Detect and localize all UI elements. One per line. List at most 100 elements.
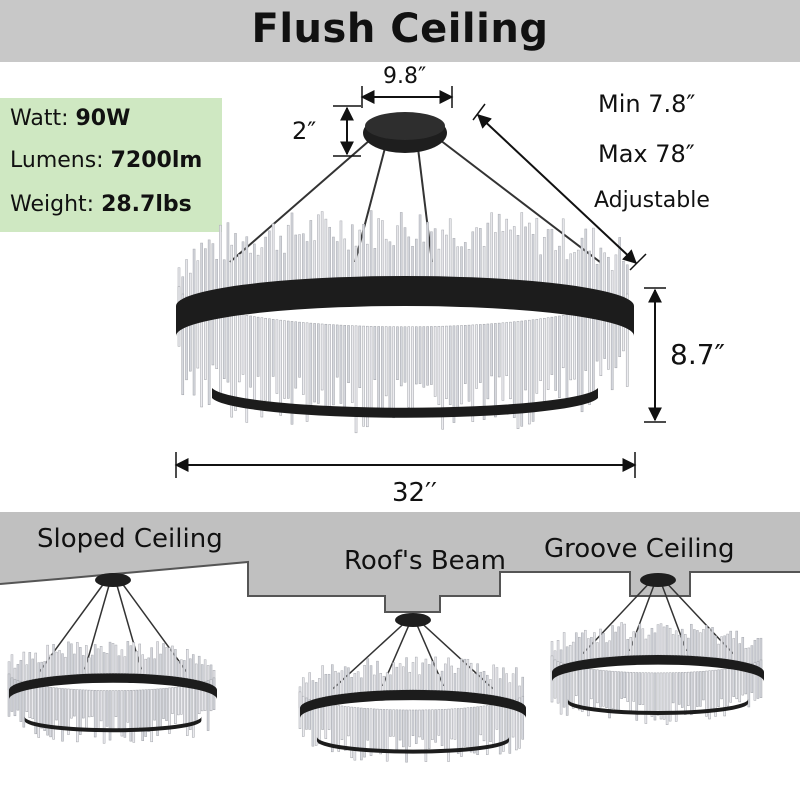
crystal xyxy=(509,321,512,400)
crystal xyxy=(64,656,67,676)
crystal xyxy=(399,326,403,387)
groove-ceiling-label: Groove Ceiling xyxy=(544,534,735,564)
crystal xyxy=(744,647,748,663)
crystal xyxy=(376,708,379,752)
crystal xyxy=(482,670,486,695)
crystal xyxy=(531,233,535,288)
crystal xyxy=(463,658,466,693)
crystal xyxy=(482,705,486,742)
crystal xyxy=(580,237,584,296)
crystal xyxy=(253,316,256,401)
crystal xyxy=(82,655,85,675)
crystal xyxy=(343,706,347,751)
dimension-lines xyxy=(174,86,666,478)
crystal xyxy=(723,635,726,660)
spec-watt: Watt: 90W xyxy=(10,106,131,131)
canopy-width-label: 9.8″ xyxy=(383,64,427,89)
crystal xyxy=(498,703,502,755)
crystal xyxy=(479,228,482,283)
crystal xyxy=(656,672,660,716)
crystal xyxy=(524,320,527,391)
crystal xyxy=(662,626,666,656)
cable-max-label: Max 78″ xyxy=(598,140,695,168)
crystal xyxy=(576,312,580,402)
crystal xyxy=(90,689,94,717)
crystal xyxy=(46,644,49,678)
crystal xyxy=(320,211,324,284)
crystal xyxy=(684,634,687,656)
crystal xyxy=(70,643,73,675)
crystal xyxy=(617,671,620,714)
crystal xyxy=(759,659,763,698)
crystal xyxy=(82,689,85,719)
crystal xyxy=(528,222,531,287)
crystal xyxy=(747,647,751,664)
spec-weight: Weight: 28.7lbs xyxy=(10,192,192,217)
lower-metal-ring xyxy=(212,388,598,418)
crystal xyxy=(219,309,222,396)
crystal xyxy=(596,669,599,704)
crystal xyxy=(662,672,666,720)
crystal xyxy=(460,246,463,282)
crystal xyxy=(486,674,489,695)
crystal xyxy=(373,326,377,380)
crystal xyxy=(241,314,245,375)
crystal xyxy=(476,663,479,694)
crystal xyxy=(123,690,127,738)
crystal xyxy=(67,688,70,735)
crystal xyxy=(358,229,362,282)
canopy xyxy=(95,573,131,587)
crystal xyxy=(590,636,593,660)
crystal xyxy=(180,686,183,715)
crystal xyxy=(67,641,70,676)
crystal xyxy=(22,651,26,682)
crystal xyxy=(473,673,476,694)
crystal xyxy=(360,677,363,693)
ceiling-profile xyxy=(0,512,800,612)
crystal xyxy=(508,682,512,699)
crystal xyxy=(708,628,711,658)
crystal xyxy=(398,709,402,741)
crystal xyxy=(318,701,321,745)
title-bar xyxy=(0,0,800,62)
crystal xyxy=(402,709,405,748)
crystal xyxy=(482,323,486,420)
crystal xyxy=(490,212,493,284)
main-chandelier-illustration xyxy=(176,112,634,434)
crystal xyxy=(209,679,213,712)
crystal xyxy=(19,681,23,722)
crystal xyxy=(466,707,470,749)
crystal xyxy=(467,249,471,282)
crystal xyxy=(395,709,399,753)
crystal xyxy=(581,667,584,712)
crystal xyxy=(181,293,185,396)
crystal xyxy=(347,249,350,282)
crystal xyxy=(463,707,466,747)
crystal xyxy=(578,636,581,661)
crystal xyxy=(183,660,186,679)
crystal xyxy=(424,658,428,691)
crystal xyxy=(516,235,520,286)
crystal xyxy=(177,661,180,678)
crystal xyxy=(381,220,384,281)
crystal xyxy=(298,321,301,378)
crystal xyxy=(85,689,88,731)
crystal xyxy=(320,323,324,391)
crystal xyxy=(294,234,298,286)
crystal xyxy=(171,687,174,714)
crystal-ring xyxy=(298,656,525,763)
crystal xyxy=(546,229,550,290)
crystal xyxy=(411,709,415,736)
crystal xyxy=(132,689,136,743)
crystal xyxy=(241,241,245,293)
crystal xyxy=(605,642,608,658)
crystal xyxy=(335,324,339,378)
crystal xyxy=(356,671,360,693)
crystal xyxy=(453,708,457,740)
crystal xyxy=(623,623,626,657)
crystal xyxy=(430,326,433,385)
crystal xyxy=(553,659,557,699)
crystal xyxy=(171,645,174,677)
crystal xyxy=(283,320,286,399)
crystal xyxy=(590,668,593,700)
